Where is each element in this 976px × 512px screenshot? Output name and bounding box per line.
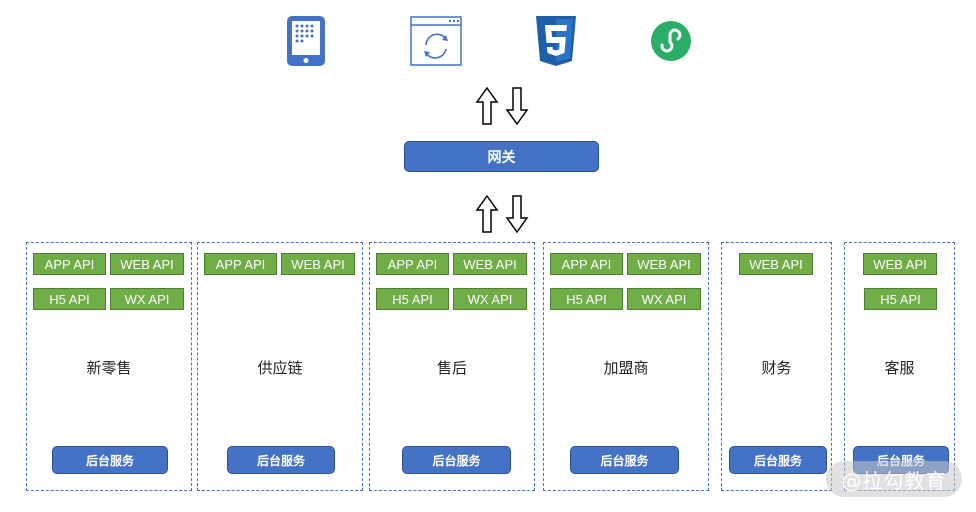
- column-title: 售后: [436, 359, 467, 377]
- api-tag: APP API: [204, 253, 277, 275]
- api-tag: H5 API: [550, 288, 623, 310]
- html5-icon: [535, 15, 577, 67]
- service-column-franchisee: APP API WEB API H5 API WX API 加盟商 后台服务: [543, 242, 709, 491]
- column-title: 供应链: [257, 359, 303, 377]
- api-tag: WEB API: [863, 253, 937, 275]
- api-tag: WX API: [110, 288, 184, 310]
- api-tag: H5 API: [864, 288, 937, 310]
- backend-service-box: 后台服务: [402, 446, 511, 474]
- api-tag: H5 API: [33, 288, 106, 310]
- column-title: 财务: [761, 359, 792, 377]
- api-tag: H5 API: [376, 288, 449, 310]
- api-tag: WEB API: [627, 253, 701, 275]
- api-tag: APP API: [550, 253, 623, 275]
- api-tag: WX API: [627, 288, 701, 310]
- api-tag: WEB API: [281, 253, 355, 275]
- api-tag: WX API: [453, 288, 527, 310]
- service-column-new-retail: APP API WEB API H5 API WX API 新零售 后台服务: [26, 242, 192, 491]
- api-tag: WEB API: [110, 253, 184, 275]
- bidirectional-arrow-icon: [475, 194, 529, 234]
- api-tag: WEB API: [739, 253, 813, 275]
- column-title: 客服: [884, 359, 915, 377]
- service-column-after-sales: APP API WEB API H5 API WX API 售后 后台服务: [369, 242, 535, 491]
- column-title: 加盟商: [603, 359, 649, 377]
- gateway-label: 网关: [487, 149, 516, 166]
- service-column-customer-service: WEB API H5 API 客服 后台服务: [844, 242, 955, 491]
- backend-service-box: 后台服务: [227, 446, 335, 474]
- tablet-app-icon: [285, 15, 327, 67]
- backend-service-box: 后台服务: [729, 446, 827, 474]
- api-tag: APP API: [376, 253, 449, 275]
- backend-service-box: 后台服务: [570, 446, 679, 474]
- gateway-box: 网关: [404, 141, 599, 172]
- service-column-finance: WEB API 财务 后台服务: [721, 242, 832, 491]
- mini-program-icon: [650, 20, 692, 62]
- service-column-supply-chain: APP API WEB API 供应链 后台服务: [197, 242, 363, 491]
- api-tag: APP API: [33, 253, 106, 275]
- backend-service-box: 后台服务: [52, 446, 168, 474]
- api-tag: WEB API: [453, 253, 527, 275]
- column-title: 新零售: [86, 359, 132, 377]
- web-browser-icon: [410, 15, 462, 67]
- watermark: @拉勾教育: [826, 461, 962, 497]
- bidirectional-arrow-icon: [475, 86, 529, 126]
